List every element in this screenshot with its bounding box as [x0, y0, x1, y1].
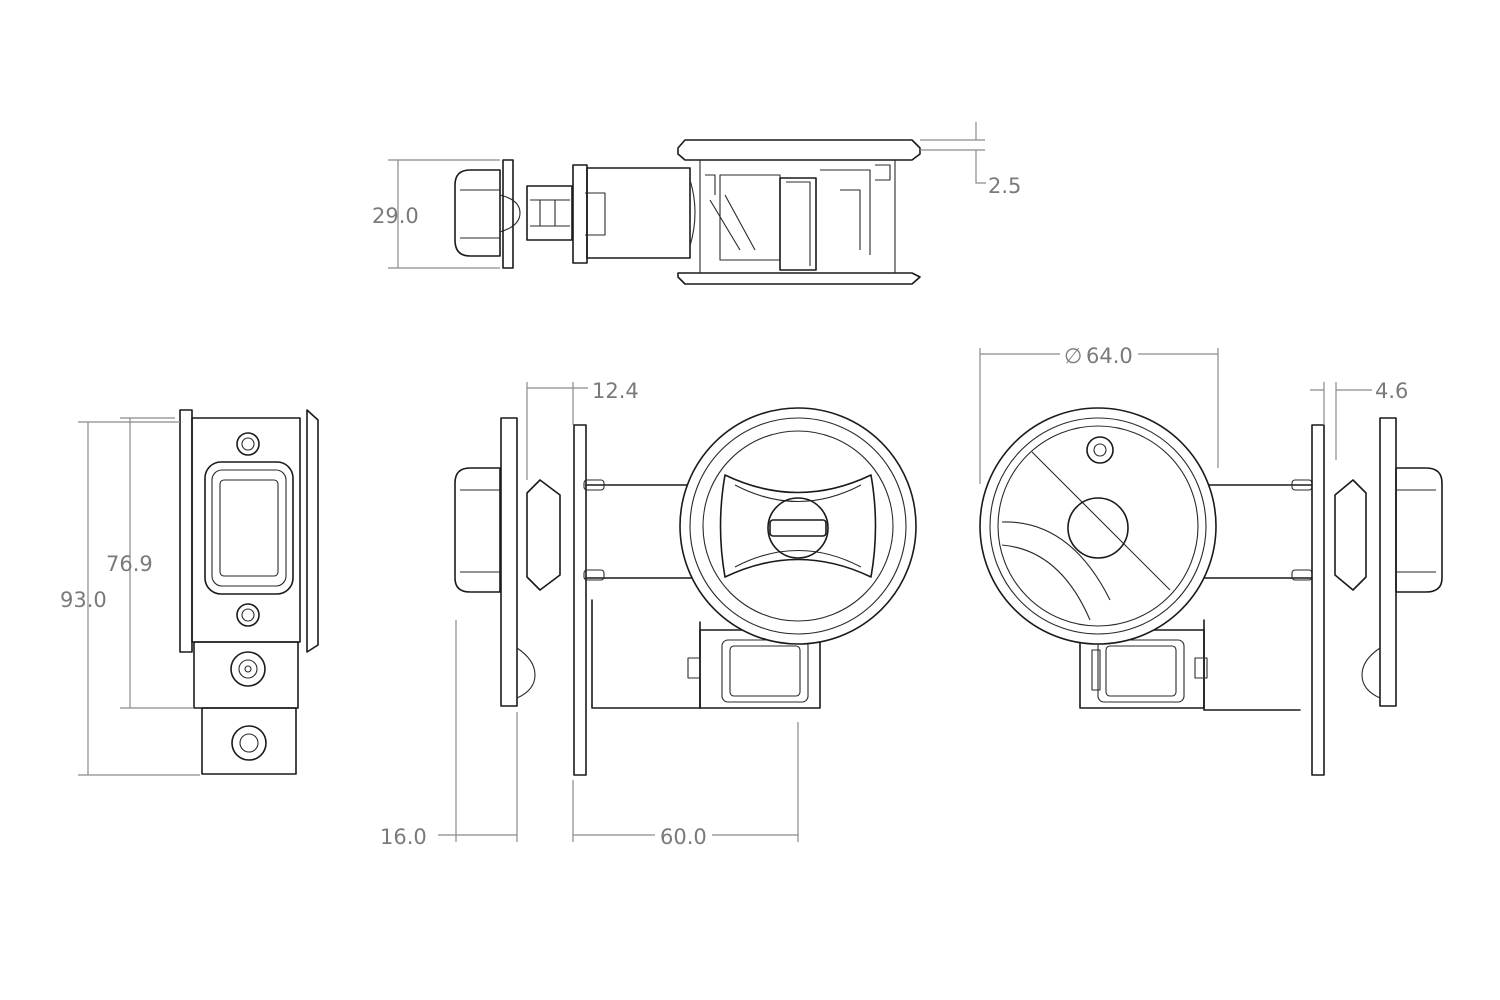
front-view-center: [454, 407, 917, 776]
dimension-lines: [78, 122, 1372, 842]
dim-64: 64.0: [1086, 344, 1133, 368]
dim-29: 29.0: [372, 204, 419, 228]
dim-76-9: 76.9: [106, 552, 153, 576]
dim-93: 93.0: [60, 588, 107, 612]
back-view-right: [979, 407, 1443, 776]
side-view-left: [179, 409, 319, 775]
dim-2-5: 2.5: [988, 174, 1021, 198]
dim-16: 16.0: [380, 825, 427, 849]
dimension-labels: 29.0 2.5 76.9 93.0 12.4 ∅ 64.0 4.6 16.0 …: [60, 174, 1408, 849]
dim-4-6: 4.6: [1375, 379, 1408, 403]
dim-12-4: 12.4: [592, 379, 639, 403]
top-view: [454, 139, 921, 285]
dim-60: 60.0: [660, 825, 707, 849]
dim-diameter-symbol: ∅: [1064, 344, 1082, 368]
